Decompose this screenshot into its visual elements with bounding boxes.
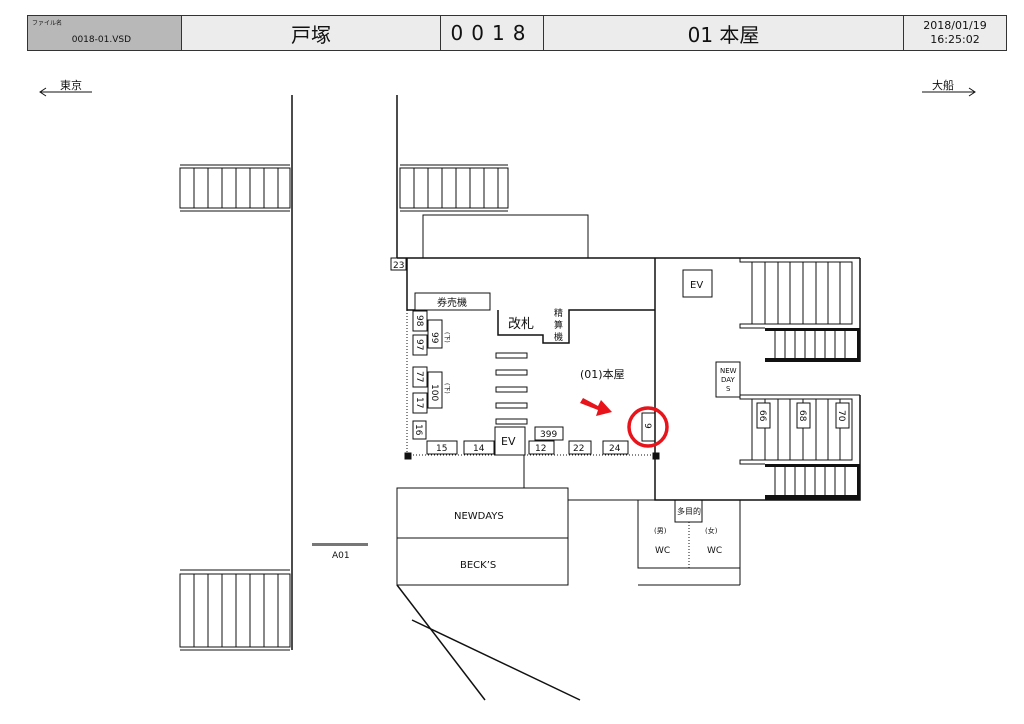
wc-men: WC <box>655 546 670 556</box>
direction-left-label: 東京 <box>60 78 82 92</box>
marker-97: 97 <box>414 339 424 350</box>
ramp-wall <box>411 619 581 701</box>
wc-men-label: (男) <box>654 527 667 535</box>
gate-line <box>497 309 655 344</box>
elevator-label: EV <box>501 435 516 448</box>
elevator-right <box>682 269 713 298</box>
lower-note: (下) <box>443 383 450 394</box>
marker-17: 17 <box>414 397 424 408</box>
elevator <box>494 426 526 456</box>
walls <box>291 95 861 650</box>
stairs-right-bottom <box>739 394 860 500</box>
ticket-machine-label: 券売機 <box>437 296 467 309</box>
lower-note: (下) <box>443 332 450 343</box>
platform-marker-a01 <box>312 543 368 546</box>
location-markers: 23 98 97 99 (下) 77 17 100 (下) 16 15 14 1… <box>390 257 656 455</box>
area-name: (01)本屋 <box>580 367 625 381</box>
fare-adjust-label: 機 <box>554 331 563 343</box>
elevator-right-label: EV <box>690 280 703 291</box>
date: 2018/01/19 <box>923 19 987 32</box>
time: 16:25:02 <box>930 33 980 46</box>
direction-right-label: 大船 <box>932 78 954 92</box>
marker-14: 14 <box>473 444 485 454</box>
newdays-kiosk-label: NEW <box>720 367 737 375</box>
file-name-label: ファイル名 <box>32 20 63 27</box>
file-name-cell: ファイル名 0018-01.VSD <box>27 15 182 51</box>
a01-label: A01 <box>332 551 350 561</box>
pillar <box>652 452 660 460</box>
marker-12: 12 <box>535 444 546 454</box>
stairs-left-bottom <box>179 569 291 651</box>
marker-68: 68 <box>797 410 807 422</box>
file-name-value: 0018-01.VSD <box>71 35 131 45</box>
marker-15: 15 <box>436 444 447 454</box>
marker-16: 16 <box>413 424 423 436</box>
marker-9: 9 <box>642 423 652 429</box>
ticket-gates <box>495 352 528 425</box>
shop-becks-label: BECK’S <box>460 560 496 571</box>
wc-women: WC <box>707 546 722 556</box>
marker-22: 22 <box>573 444 584 454</box>
marker-100: 100 <box>429 384 439 401</box>
pillar <box>404 452 412 460</box>
fare-adjust-label: 算 <box>554 319 563 331</box>
newdays-kiosk-label: DAY <box>721 376 736 384</box>
marker-70: 70 <box>836 410 846 422</box>
highlight-arrow-icon <box>580 398 612 416</box>
highlight-circle <box>627 406 669 448</box>
marker-24: 24 <box>609 444 621 454</box>
timestamp-cell: 2018/01/19 16:25:02 <box>903 15 1007 51</box>
marker-77: 77 <box>414 371 424 382</box>
newdays-kiosk-label: S <box>726 385 731 393</box>
shop-newdays-label: NEWDAYS <box>454 511 504 522</box>
multipurpose-label: 多目的 <box>677 506 701 516</box>
marker-99: 99 <box>429 332 439 344</box>
gate-label: 改札 <box>508 317 534 332</box>
wc-women-label: (女) <box>705 526 718 535</box>
floor-name: 01 本屋 <box>543 15 904 51</box>
station-name: 戸塚 <box>181 15 441 51</box>
stairs-left-top <box>179 164 291 212</box>
station-code: 0018 <box>440 15 544 51</box>
ticket-machine <box>414 292 491 311</box>
direction-right-arrow: 大船 <box>922 78 976 97</box>
newdays-kiosk <box>715 361 741 398</box>
stair-markers: 66 68 70 <box>756 402 850 429</box>
direction-left-arrow: 東京 <box>39 78 92 97</box>
stairs-top <box>399 164 509 212</box>
fare-adjust-label: 精 <box>554 307 563 319</box>
marker-98: 98 <box>414 315 424 327</box>
stairs-right-top <box>739 258 860 362</box>
marker-66: 66 <box>757 410 767 422</box>
ramp-wall <box>396 584 486 701</box>
marker-23: 23 <box>393 261 404 271</box>
marker-399: 399 <box>540 430 557 440</box>
